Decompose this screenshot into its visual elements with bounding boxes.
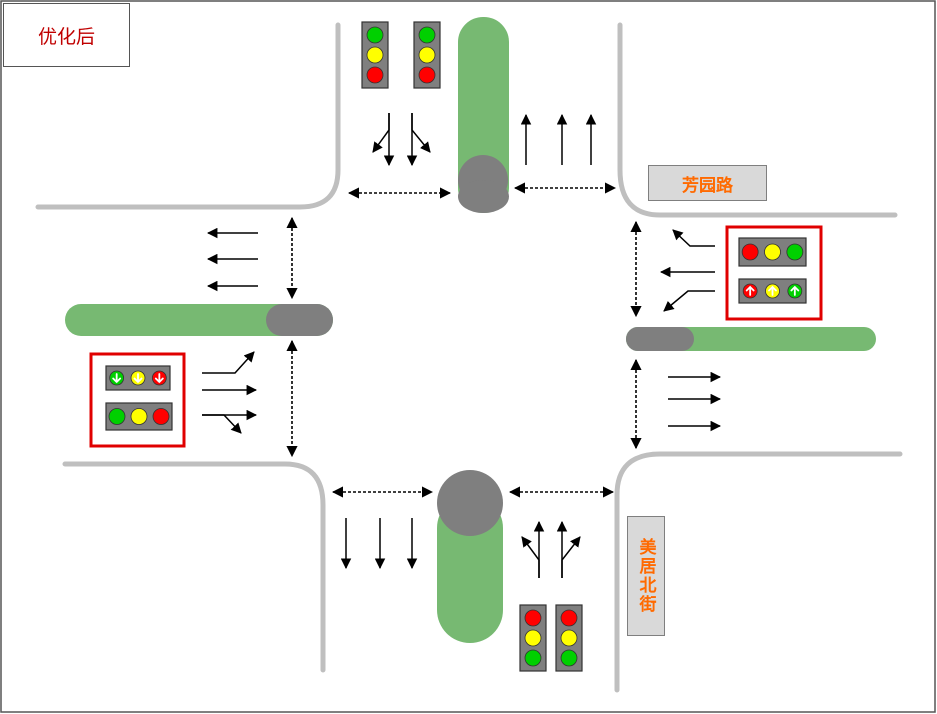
curb-ne xyxy=(617,22,898,218)
road-curbs xyxy=(35,22,903,693)
south-signal-2 xyxy=(555,604,583,672)
green-lamp xyxy=(560,649,578,667)
arrow-south-right-turn xyxy=(561,536,581,578)
north-signal-2 xyxy=(413,21,441,89)
south-signal-1 xyxy=(519,604,547,672)
red-lamp xyxy=(418,66,436,84)
diagram-title: 优化后 xyxy=(3,3,130,67)
east-signal-highlight xyxy=(725,225,823,321)
yellow-lamp xyxy=(560,629,578,647)
green-lamp xyxy=(108,408,126,425)
yellow-lamp xyxy=(418,46,436,64)
yellow-lamp xyxy=(764,243,781,261)
red-lamp xyxy=(560,609,578,627)
west-signal-highlight xyxy=(89,352,186,448)
west-signal-arrow xyxy=(105,365,171,391)
east-island xyxy=(626,327,694,351)
west-island xyxy=(266,304,333,336)
arrow-east-left-turn xyxy=(663,290,715,312)
green-lamp xyxy=(418,26,436,44)
green-lamp xyxy=(366,26,384,44)
green-lamp xyxy=(786,243,804,261)
north-signal-1 xyxy=(361,21,389,89)
red-lamp xyxy=(741,243,759,261)
road-label-north-south: 美居北街 xyxy=(627,516,665,636)
traffic-signals xyxy=(105,21,807,672)
yellow-lamp xyxy=(524,629,542,647)
east-signal-arrow xyxy=(738,278,807,304)
east-median xyxy=(626,327,876,351)
green-lamp xyxy=(524,649,542,667)
east-signal-main xyxy=(738,237,807,267)
arrow-west-right-turn xyxy=(202,414,242,434)
curb-sw xyxy=(62,461,326,673)
yellow-lamp xyxy=(130,408,148,425)
yellow-lamp xyxy=(366,46,384,64)
arrow-west-left-turn xyxy=(202,351,255,374)
red-lamp xyxy=(366,66,384,84)
arrow-east-right-turn xyxy=(672,229,715,247)
west-signal-main xyxy=(105,402,173,431)
south-median xyxy=(437,470,503,643)
arrow-north-left-turn xyxy=(411,113,431,153)
lane-arrows xyxy=(202,113,722,578)
south-island xyxy=(437,470,503,536)
west-median xyxy=(65,304,333,336)
red-lamp xyxy=(524,609,542,627)
north-median xyxy=(458,17,509,213)
red-lamp xyxy=(152,408,170,425)
road-label-east-west: 芳园路 xyxy=(648,165,767,201)
curb-nw xyxy=(35,22,341,210)
pedestrian-crossings xyxy=(286,182,642,498)
curb-se xyxy=(614,451,903,693)
